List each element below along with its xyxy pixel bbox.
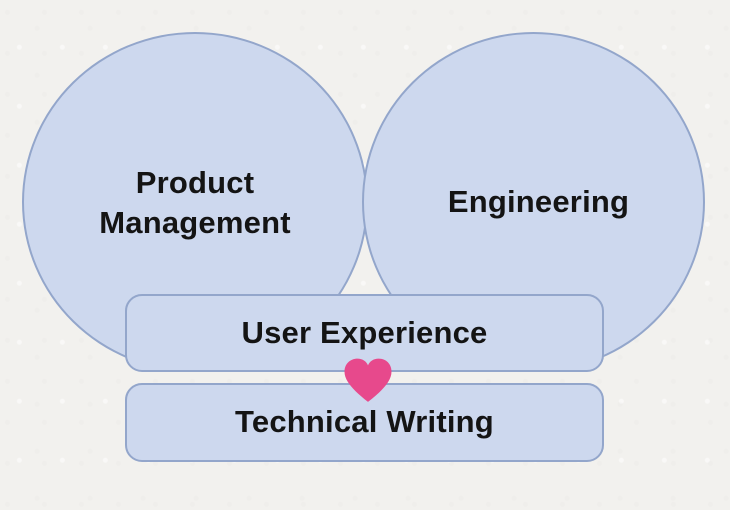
heart-icon bbox=[338, 357, 398, 404]
bar-technical-writing-label: Technical Writing bbox=[235, 404, 494, 440]
circle-engineering-label: Engineering bbox=[447, 183, 630, 219]
circle-product-management-label: Product Management bbox=[99, 164, 291, 240]
bar-user-experience-label: User Experience bbox=[241, 314, 488, 350]
